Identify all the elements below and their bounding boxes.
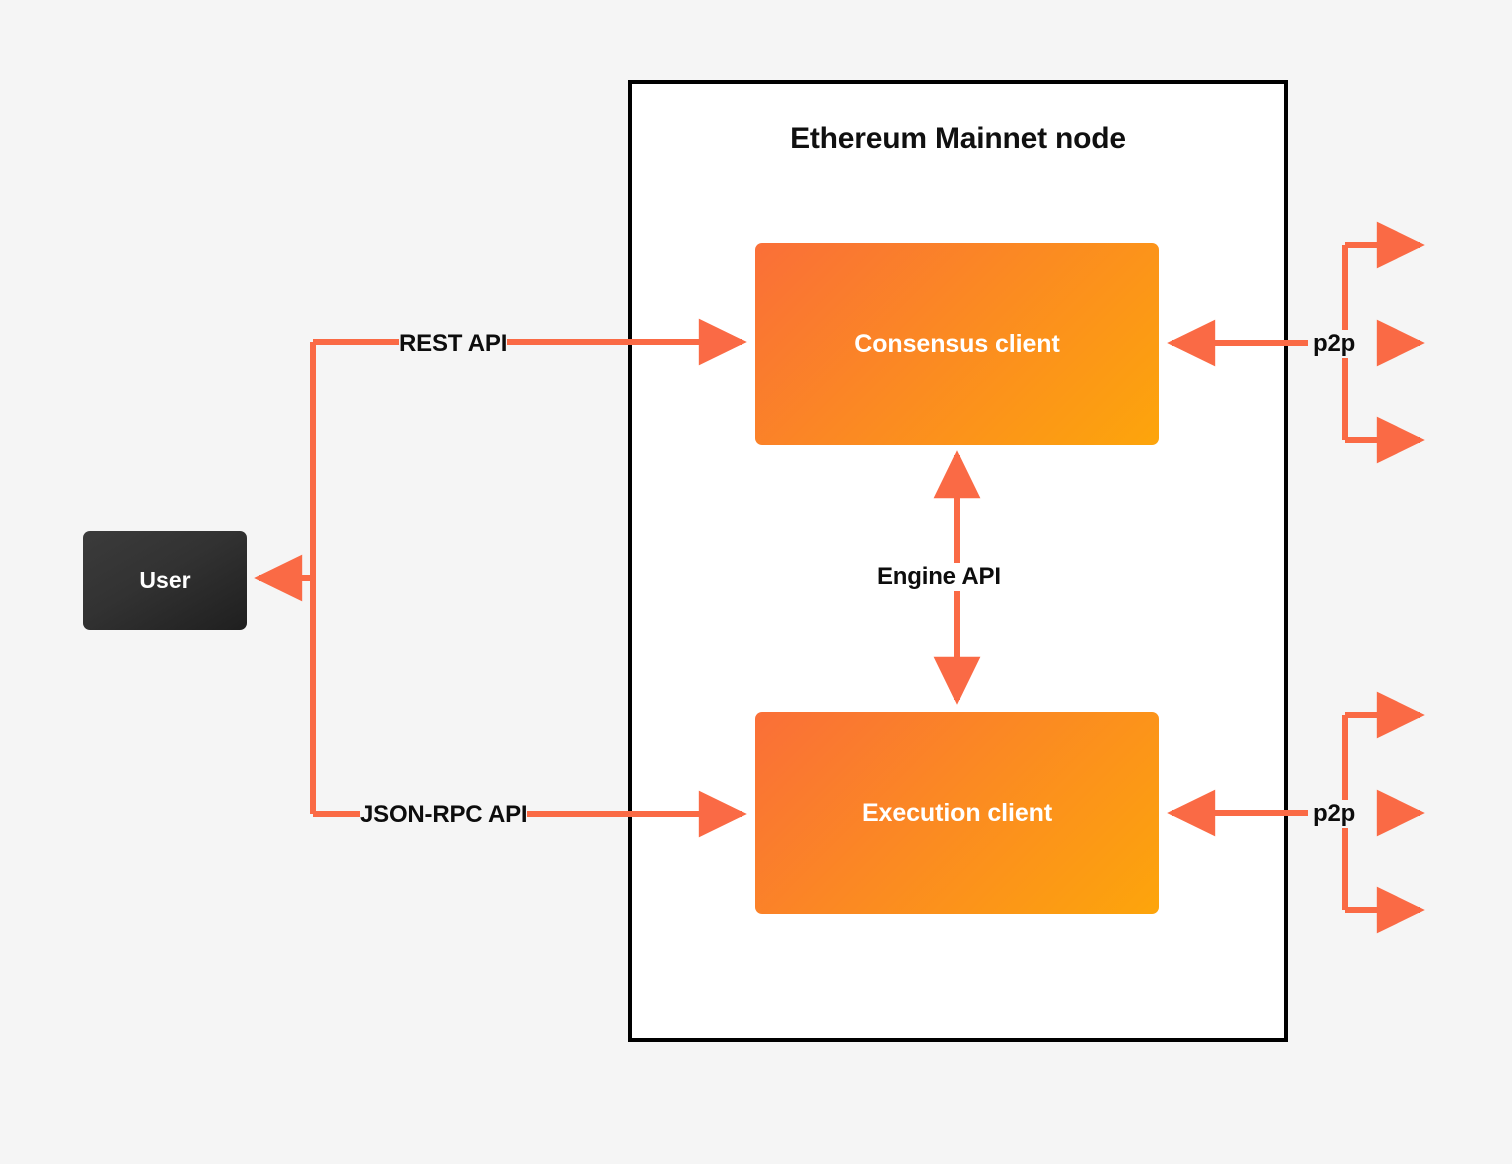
consensus-client-node: Consensus client	[755, 243, 1159, 445]
json-rpc-api-edge-label: JSON-RPC API	[360, 801, 528, 829]
execution-client-node: Execution client	[755, 712, 1159, 914]
user-label: User	[139, 567, 191, 593]
consensus-client-label: Consensus client	[854, 329, 1060, 358]
user-node: User	[83, 531, 247, 630]
engine-api-edge-label: Engine API	[877, 563, 1001, 591]
page-title: Ethereum Mainnet node	[790, 122, 1126, 155]
rest-api-edge-label: REST API	[399, 330, 508, 358]
execution-client-label: Execution client	[861, 798, 1053, 827]
p2p-consensus-edge-label: p2p	[1313, 330, 1356, 358]
p2p-execution-edge-label: p2p	[1313, 800, 1356, 828]
